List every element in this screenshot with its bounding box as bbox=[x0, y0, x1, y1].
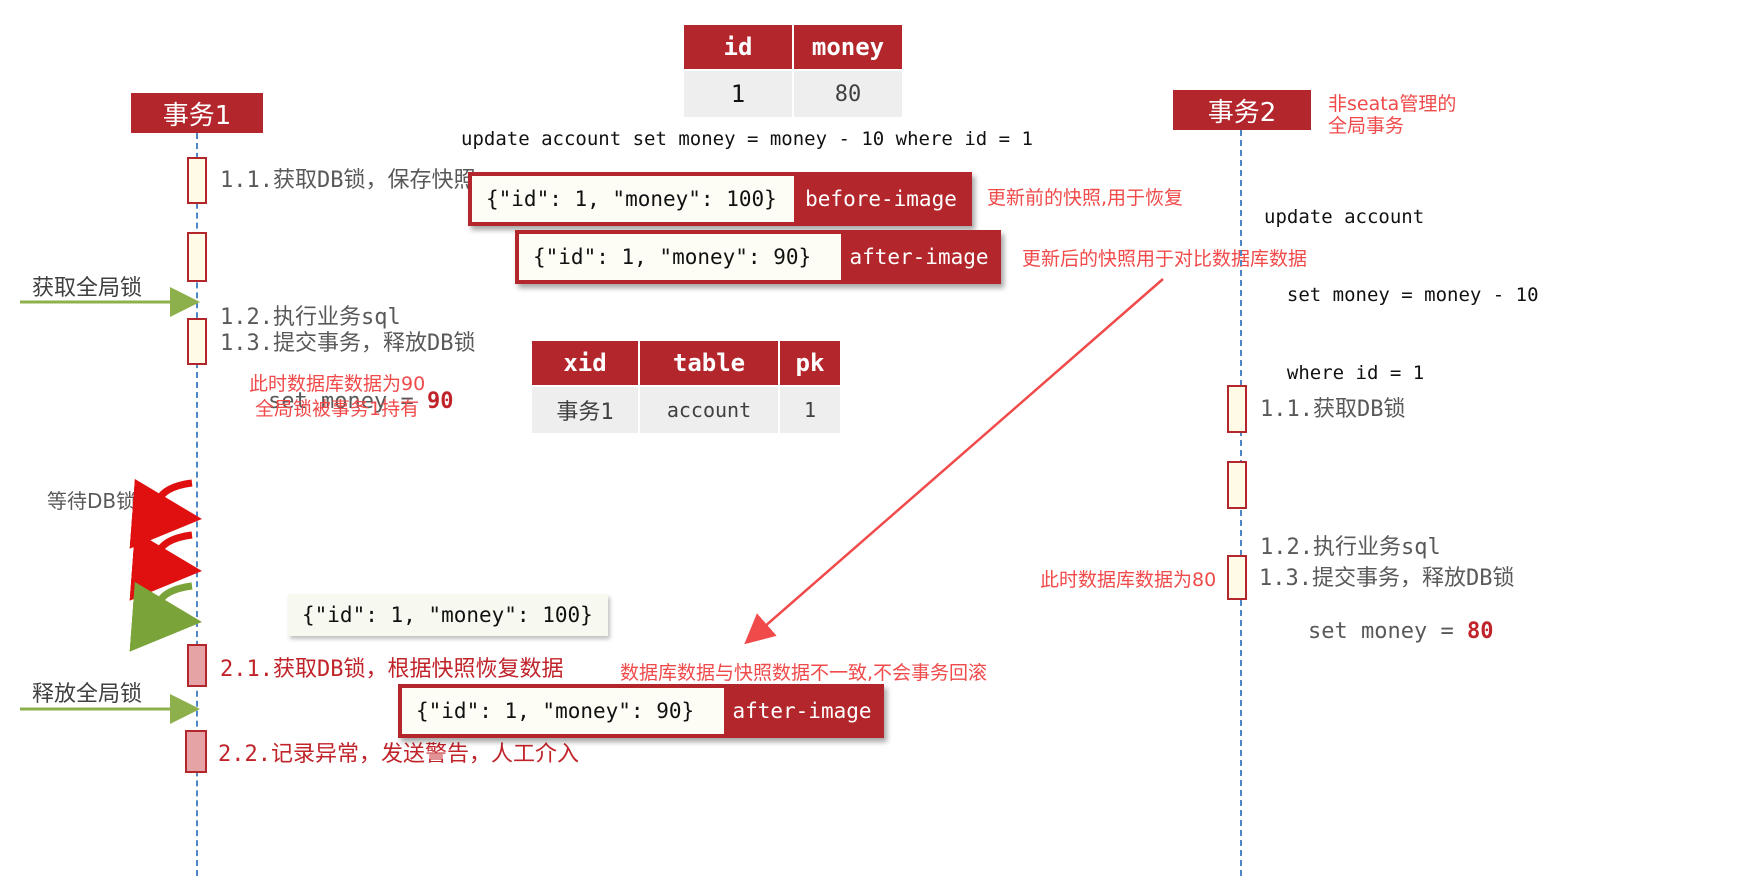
bottom-after-image-label: after-image bbox=[732, 699, 872, 723]
release-global-lock-label: 释放全局锁 bbox=[32, 682, 143, 707]
tx2-step-1-2-sql-text: set money = bbox=[1308, 619, 1467, 644]
account-cell-money: 80 bbox=[794, 71, 902, 117]
tx2-step-1-2-title: 1.2.执行业务sql bbox=[1260, 535, 1441, 560]
tx1-step-2-2: 2.2.记录异常，发送警告，人工介入 bbox=[218, 742, 579, 767]
tx2-header: 事务2 bbox=[1173, 90, 1311, 130]
lock-header-table: table bbox=[640, 341, 778, 385]
lock-header-pk: pk bbox=[780, 341, 840, 385]
tx2-activation-2 bbox=[1227, 461, 1247, 509]
tx2-sql-line-1: update account bbox=[1264, 206, 1425, 228]
tx1-activation-5 bbox=[185, 730, 207, 773]
bottom-after-image-box: {"id": 1, "money": 90} after-image bbox=[398, 684, 884, 738]
tx2-note-db80: 此时数据库数据为80 bbox=[1040, 569, 1217, 591]
before-image-note: 更新前的快照,用于恢复 bbox=[987, 187, 1184, 209]
lock-cell-pk: 1 bbox=[780, 387, 840, 433]
tx1-activation-2 bbox=[187, 232, 207, 282]
tx1-step-1-2: 1.2.执行业务sql set money = 90 bbox=[220, 248, 453, 444]
tx2-sql: update account set money = money - 10 wh… bbox=[1264, 152, 1539, 412]
lock-cell-table: account bbox=[640, 387, 778, 433]
lock-header-xid: xid bbox=[532, 341, 638, 385]
tx2-activation-3 bbox=[1227, 555, 1247, 600]
tx2-activation-1 bbox=[1227, 385, 1247, 433]
tx1-header: 事务1 bbox=[131, 93, 263, 133]
tx1-activation-3 bbox=[187, 318, 207, 365]
tx2-sql-line-3: where id = 1 bbox=[1264, 362, 1425, 384]
wait-arc-2 bbox=[129, 530, 202, 601]
tx1-note-db90: 此时数据库数据为90 bbox=[249, 373, 426, 395]
tx2-step-1-3: 1.3.提交事务，释放DB锁 bbox=[1259, 566, 1515, 591]
tx1-note-global-lock: 全局锁被事务1持有 bbox=[255, 398, 420, 420]
tx1-activation-1 bbox=[187, 157, 207, 204]
before-image-box: {"id": 1, "money": 100} before-image bbox=[468, 172, 972, 226]
account-table: id money 1 80 bbox=[682, 23, 904, 119]
account-header-money: money bbox=[794, 25, 902, 69]
tx2-note-line1: 非seata管理的 bbox=[1328, 93, 1457, 115]
compare-note: 数据库数据与快照数据不一致,不会事务回滚 bbox=[620, 662, 988, 684]
after-image-json: {"id": 1, "money": 90} bbox=[519, 234, 841, 280]
tx2-step-1-2: 1.2.执行业务sql set money = 80 bbox=[1260, 478, 1493, 674]
wait-arc-3 bbox=[129, 581, 202, 652]
compare-arrow bbox=[744, 278, 1164, 645]
tx1-step-1-2-sql-value: 90 bbox=[426, 389, 454, 414]
tx2-step-1-2-sql: set money = 80 bbox=[1260, 618, 1493, 646]
update-sql: update account set money = money - 10 wh… bbox=[461, 128, 1033, 150]
after-image-label: after-image bbox=[849, 245, 989, 269]
after-image-note: 更新后的快照用于对比数据库数据 bbox=[1022, 248, 1308, 270]
bottom-after-image-json: {"id": 1, "money": 90} bbox=[402, 688, 724, 734]
wait-arc-1 bbox=[129, 478, 202, 549]
before-image-label: before-image bbox=[805, 187, 957, 211]
after-image-box: {"id": 1, "money": 90} after-image bbox=[515, 230, 1001, 284]
tx1-step-1-2-sql-text: set money = bbox=[268, 389, 427, 414]
tx2-step-1-2-sql-value: 80 bbox=[1466, 619, 1494, 644]
lock-table: xid table pk 事务1 account 1 bbox=[530, 339, 842, 435]
tx2-sql-line-2: set money = money - 10 bbox=[1264, 284, 1539, 306]
account-header-id: id bbox=[684, 25, 792, 69]
tx1-step-1-1: 1.1.获取DB锁，保存快照 bbox=[220, 168, 476, 193]
tx1-step-2-1: 2.1.获取DB锁，根据快照恢复数据 bbox=[220, 657, 564, 682]
acquire-global-lock-label: 获取全局锁 bbox=[32, 276, 143, 301]
tx1-step-1-2-sql: set money = 90 bbox=[220, 388, 453, 416]
tx1-step-1-3: 1.3.提交事务，释放DB锁 bbox=[220, 331, 476, 356]
tx1-step-1-2-title: 1.2.执行业务sql bbox=[220, 305, 401, 330]
account-cell-id: 1 bbox=[684, 71, 792, 117]
tx2-step-1-1: 1.1.获取DB锁 bbox=[1260, 397, 1406, 422]
lock-cell-xid: 事务1 bbox=[532, 387, 638, 433]
wait-db-lock-label: 等待DB锁 bbox=[47, 489, 137, 513]
tx2-note-line2: 全局事务 bbox=[1328, 115, 1405, 137]
restore-snapshot: {"id": 1, "money": 100} bbox=[288, 594, 608, 636]
before-image-json: {"id": 1, "money": 100} bbox=[472, 176, 794, 222]
